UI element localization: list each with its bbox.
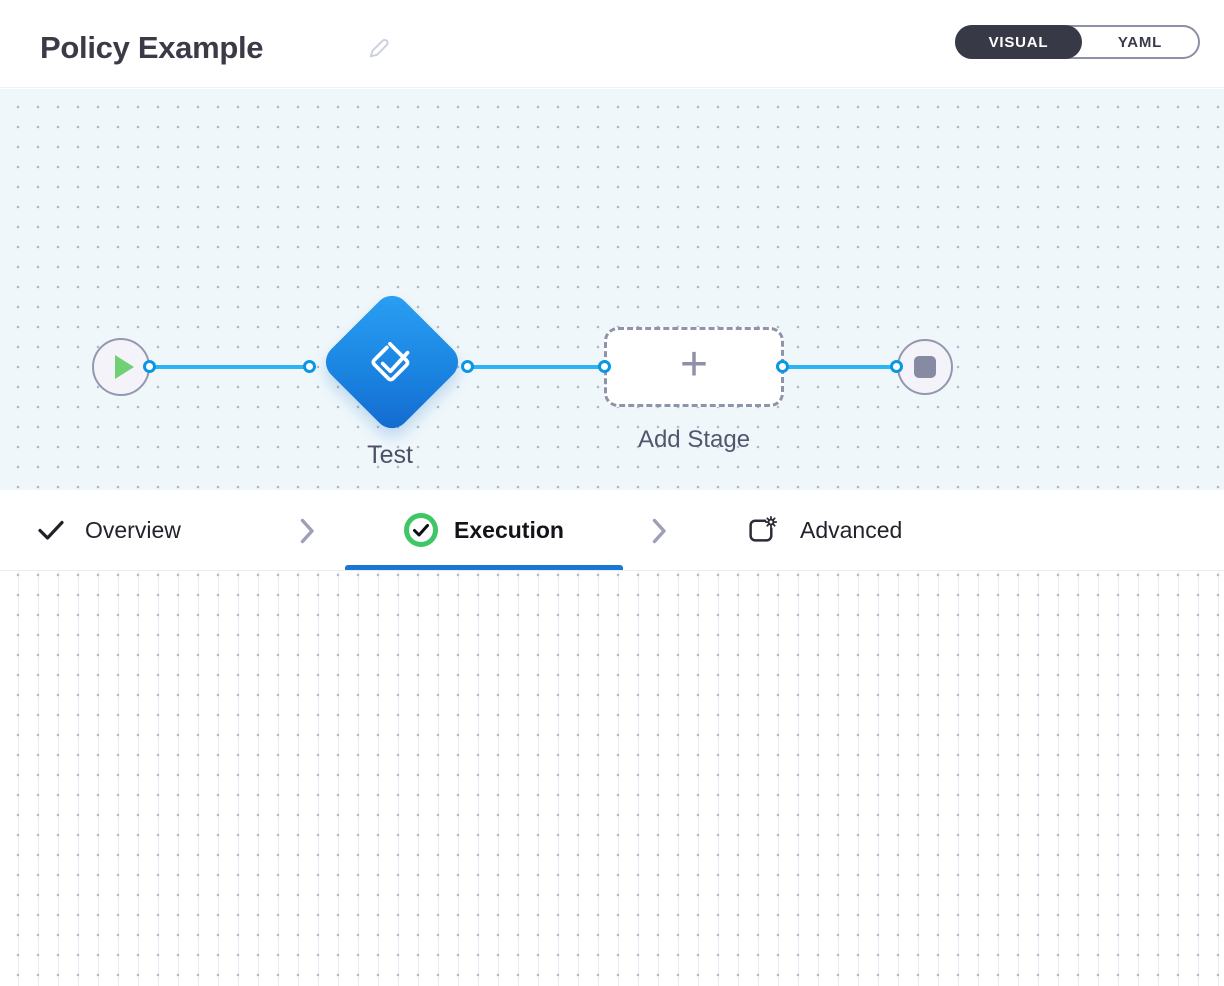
add-stage-label: Add Stage [637,426,751,453]
plus-icon: + [679,338,709,391]
tab-advanced-label: Advanced [800,516,903,543]
check-square-icon [340,310,444,414]
connection-port[interactable] [598,360,611,373]
page-title: Policy Example [40,30,264,65]
stage-end-node[interactable] [897,339,953,395]
execution-step-canvas[interactable]: </> Echo + Add step [0,571,1224,986]
connection-port[interactable] [303,360,316,373]
tab-advanced[interactable]: Advanced [747,490,902,570]
connection-port[interactable] [890,360,903,373]
add-stage-button[interactable]: + [604,327,784,407]
play-icon [114,355,134,379]
toggle-visual-button[interactable]: VISUAL [955,25,1082,59]
stage-label: Test [367,441,413,469]
tab-overview[interactable]: Overview [38,490,181,570]
check-circle-green-icon [404,513,439,547]
tab-execution-active[interactable]: Execution [345,490,623,570]
tab-overview-label: Overview [85,516,181,543]
chevron-right-icon [300,518,315,549]
edge-connector [468,365,605,369]
settings-square-icon [749,516,778,542]
stage-config-tabbar: Overview Execution [0,490,1224,571]
visual-yaml-toggle: VISUAL YAML [955,25,1200,59]
tab-execution-label: Execution [454,516,564,543]
check-icon [38,520,64,540]
stop-icon [914,356,936,378]
header-bar: Policy Example VISUAL YAML [0,0,1224,88]
stage-start-node[interactable] [92,338,150,396]
edit-title-pencil-icon[interactable] [366,36,391,66]
toggle-yaml-button[interactable]: YAML [1117,33,1163,51]
chevron-right-icon [652,518,667,549]
edge-connector [150,365,310,369]
connection-port[interactable] [776,360,789,373]
stage-canvas[interactable]: Test + Add Stage [0,89,1224,490]
stage-node-test[interactable] [318,288,466,436]
connection-port[interactable] [143,360,156,373]
connection-port[interactable] [461,360,474,373]
edge-connector [783,365,897,369]
